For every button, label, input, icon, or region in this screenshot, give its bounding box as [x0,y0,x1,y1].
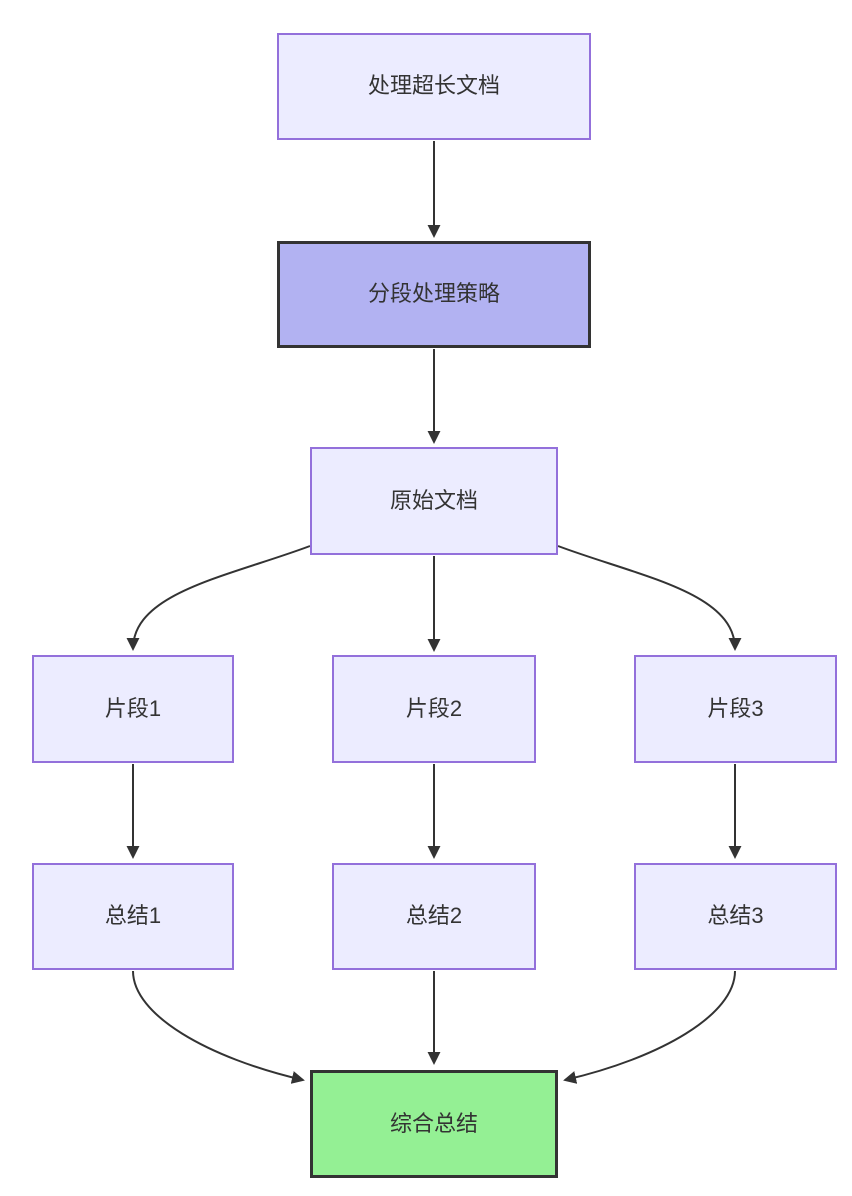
edge-summary1-to-final [132,970,305,1084]
node-original-doc: 原始文档 [310,447,558,555]
node-process-long-doc: 处理超长文档 [277,33,591,140]
node-label: 分段处理策略 [367,281,500,307]
node-label: 处理超长文档 [367,73,500,99]
node-segment-strategy: 分段处理策略 [277,241,591,348]
node-summary-3: 总结3 [634,863,837,970]
edge-summary3-to-final [563,970,736,1084]
node-final-summary: 综合总结 [310,1070,558,1178]
node-label: 片段3 [707,695,764,721]
node-label: 片段2 [405,695,463,721]
node-label: 总结2 [405,903,463,929]
node-label: 综合总结 [389,1110,478,1136]
node-label: 原始文档 [389,487,478,513]
node-chunk-3: 片段3 [634,655,837,763]
edge-original-to-chunk1 [126,545,311,651]
edge-original-to-chunk3 [557,545,742,651]
node-chunk-2: 片段2 [332,655,536,763]
node-summary-1: 总结1 [32,863,234,970]
node-label: 总结1 [104,903,162,929]
node-label: 片段1 [104,695,162,721]
node-label: 总结3 [707,903,764,929]
node-chunk-1: 片段1 [32,655,234,763]
node-summary-2: 总结2 [332,863,536,970]
